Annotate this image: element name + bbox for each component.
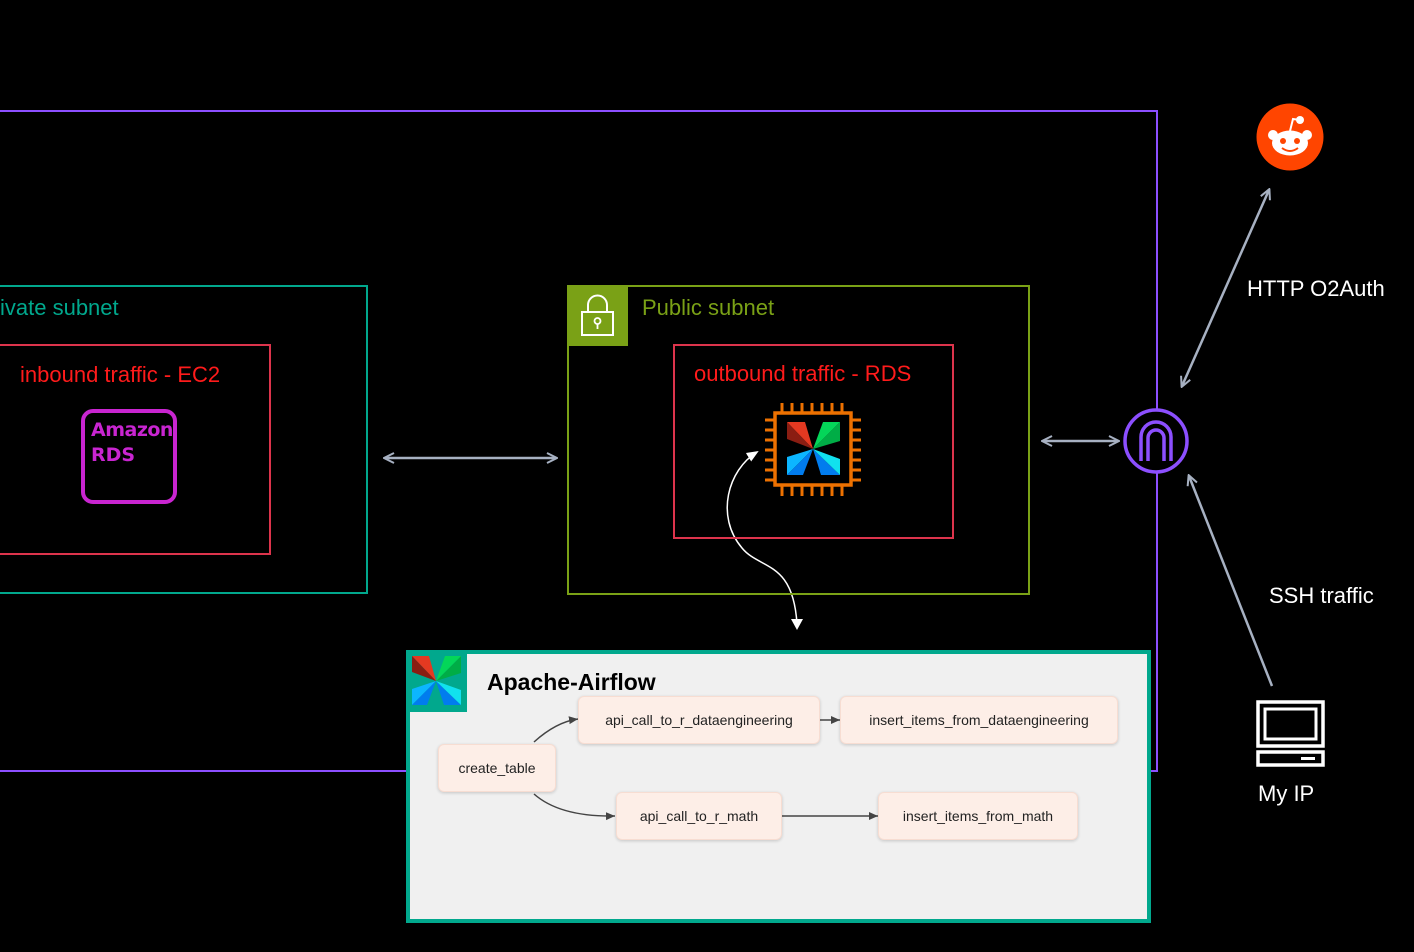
task-insert-items-dataengineering[interactable]: insert_items_from_dataengineering [840, 696, 1118, 744]
task-create-table[interactable]: create_table [438, 744, 556, 792]
outbound-security-group-label: outbound traffic - RDS [694, 361, 912, 386]
dag-edges [533, 716, 878, 821]
amazon-rds-logo-line2: RDS [91, 444, 136, 466]
airflow-pinwheel-icon [406, 650, 467, 712]
http-link-arrow [1182, 190, 1269, 386]
public-subnet-label: Public subnet [642, 295, 775, 320]
task-api-call-dataengineering[interactable]: api_call_to_r_dataengineering [578, 696, 820, 744]
desktop-computer-icon [1256, 700, 1325, 767]
ec2-instance-chip-icon [765, 403, 861, 496]
dag-edge-create-to-api-de [533, 716, 579, 743]
reddit-icon [1256, 103, 1324, 171]
task-insert-items-math[interactable]: insert_items_from_math [878, 792, 1078, 840]
private-subnet-label: ivate subnet [0, 295, 119, 320]
client-label: My IP [1258, 781, 1315, 806]
airflow-panel: Apache-Airflow create_table api_call_to_… [406, 650, 1151, 923]
inbound-security-group [0, 344, 271, 555]
lock-icon [567, 285, 628, 346]
ssh-link-label: SSH traffic [1269, 583, 1374, 608]
http-link-label: HTTP O2Auth [1247, 276, 1385, 301]
internet-gateway-icon [1123, 408, 1189, 474]
outbound-security-group [673, 344, 954, 539]
amazon-rds-logo-line1: Amazon [91, 419, 173, 441]
public-subnet [567, 285, 1030, 595]
dag-edge-create-to-api-math [533, 793, 616, 821]
amazon-rds-icon: Amazon RDS [81, 409, 177, 504]
airflow-title: Apache-Airflow [487, 669, 656, 695]
ec2-airflow-curve-arrow [726, 450, 798, 625]
private-subnet [0, 285, 368, 594]
ssh-link-arrow [1189, 476, 1274, 687]
ec2-airflow-curve-head [791, 619, 803, 630]
task-api-call-math[interactable]: api_call_to_r_math [616, 792, 782, 840]
inbound-security-group-label: inbound traffic - EC2 [20, 362, 221, 387]
